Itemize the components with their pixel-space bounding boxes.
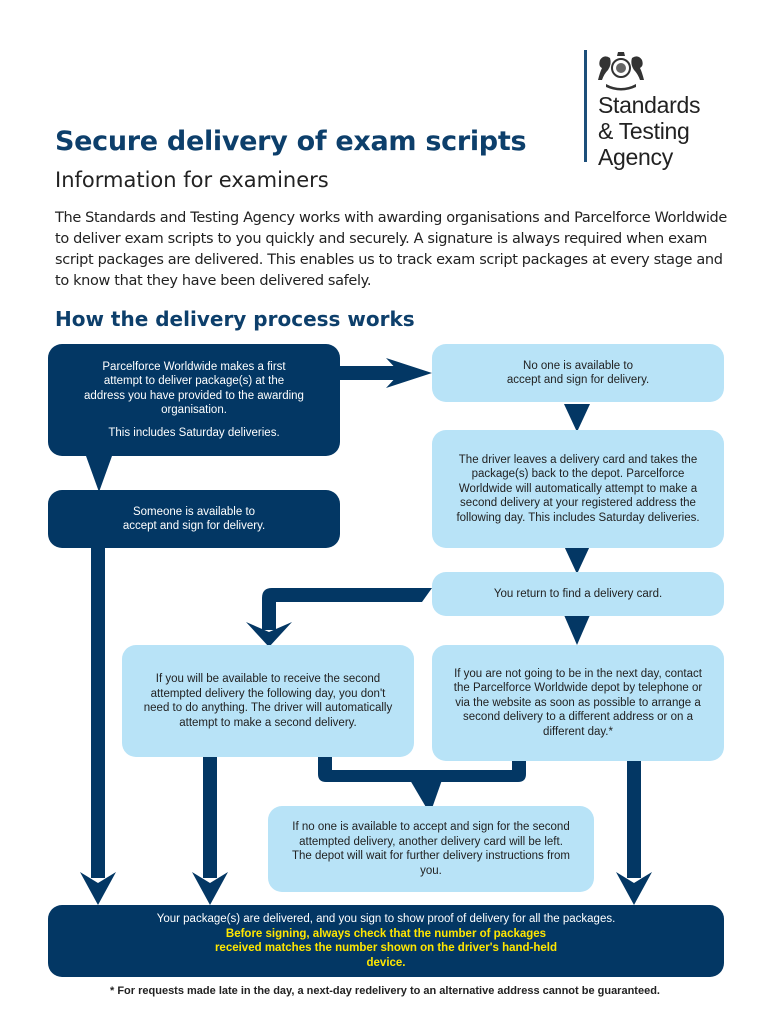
step-text: No one is available to accept and sign f… — [506, 359, 650, 387]
arrow-head-down — [616, 872, 652, 905]
arrow-head-down — [564, 404, 590, 432]
logo-line: & Testing — [598, 118, 690, 144]
footnote: * For requests made late in the day, a n… — [110, 985, 660, 997]
elbow-connector — [262, 588, 432, 630]
arrow-head-down — [564, 615, 590, 645]
page-subtitle: Information for examiners — [55, 168, 329, 192]
arrow-head-down — [80, 872, 116, 905]
bracket-connector — [318, 752, 526, 782]
section-heading: How the delivery process works — [55, 307, 415, 331]
step-text: Your package(s) are delivered, and you s… — [156, 913, 616, 925]
arrow-head-down — [86, 456, 112, 492]
step-no-one-second-attempt: If no one is available to accept and sig… — [268, 806, 594, 892]
step-text: Someone is available to accept and sign … — [122, 505, 266, 533]
page-title: Secure delivery of exam scripts — [55, 126, 527, 157]
arrow-shaft — [91, 548, 105, 878]
step-text: If you are not going to be in the next d… — [453, 667, 703, 738]
step-someone-available: Someone is available to accept and sign … — [48, 490, 340, 548]
step-available-second-delivery: If you will be available to receive the … — [122, 645, 414, 757]
arrow-shaft — [627, 760, 641, 878]
arrow-head-down — [410, 780, 442, 814]
step-text: The driver leaves a delivery card and ta… — [456, 453, 700, 524]
intro-paragraph: The Standards and Testing Agency works w… — [55, 210, 727, 289]
step-first-attempt: Parcelforce Worldwide makes a first atte… — [48, 344, 340, 456]
step-return-find-card: You return to find a delivery card. — [432, 572, 724, 616]
arrow-head-down — [192, 872, 228, 905]
step-text: If no one is available to accept and sig… — [291, 821, 571, 877]
step-no-one-available: No one is available to accept and sign f… — [432, 344, 724, 402]
logo-line: Agency — [598, 144, 673, 170]
step-text: You return to find a delivery card. — [493, 587, 663, 600]
arrow-shaft — [203, 756, 217, 878]
step-not-in-next-day: If you are not going to be in the next d… — [432, 645, 724, 761]
step-note: This includes Saturday deliveries. — [108, 426, 280, 439]
step-driver-leaves-card: The driver leaves a delivery card and ta… — [432, 430, 724, 548]
arrow-head-down — [246, 622, 292, 647]
arrow-head-down — [564, 546, 590, 574]
signing-warning: Before signing, always check that the nu… — [214, 927, 558, 969]
logo-line: Standards — [598, 92, 701, 118]
arrow-head-right — [386, 358, 432, 388]
agency-logo-text: Standards & Testing Agency — [598, 92, 700, 170]
step-delivered: Your package(s) are delivered, and you s… — [48, 905, 724, 977]
logo-divider — [584, 50, 587, 162]
royal-crest-icon — [598, 52, 644, 91]
arrow-shaft — [340, 366, 400, 380]
step-text: Parcelforce Worldwide makes a first atte… — [84, 360, 304, 417]
step-text: If you will be available to receive the … — [143, 673, 393, 729]
